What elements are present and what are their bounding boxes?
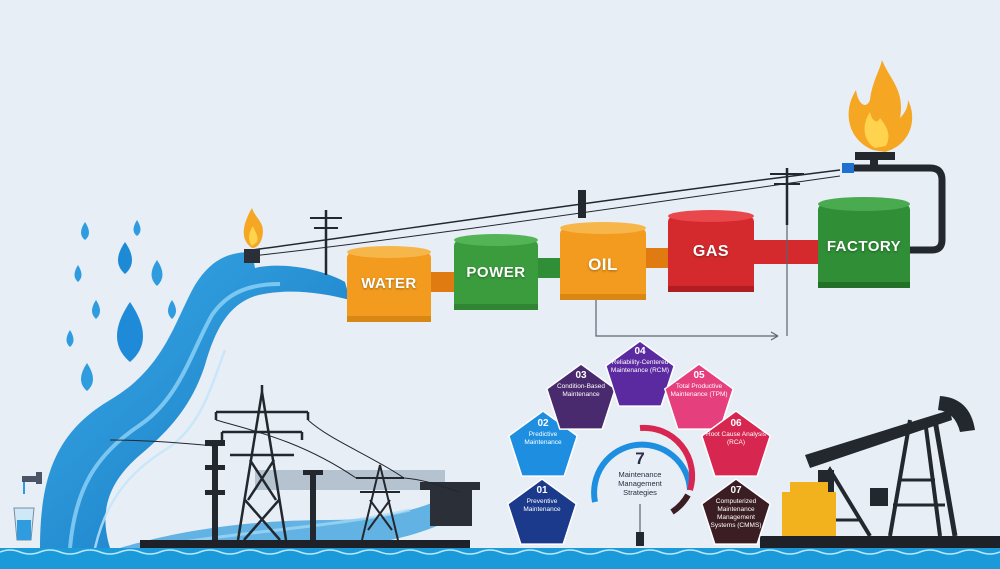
- strategy-item-04: 04 Reliability-Centered Maintenance (RCM…: [605, 346, 675, 375]
- water-drop-icon: [168, 300, 176, 319]
- strategy-center: 7 Maintenance Management Strategies: [602, 449, 678, 498]
- tank-label-oil: OIL: [588, 255, 618, 274]
- strategy-pentagon-05: [663, 363, 735, 430]
- flow-arrow: [595, 225, 788, 341]
- strategy-label: Preventive Maintenance: [523, 498, 561, 513]
- water-drop-icon: [92, 300, 100, 319]
- strategy-number: 01: [536, 485, 548, 496]
- strategy-label: Reliability-Centered Maintenance (RCM): [610, 359, 670, 374]
- strategy-center-title: Maintenance Management Strategies: [618, 470, 662, 497]
- water-drop-icon: [133, 220, 141, 236]
- strategy-label: Predictive Maintenance: [524, 431, 562, 446]
- strategy-number: 06: [730, 418, 742, 429]
- tank-power: [454, 234, 538, 310]
- strategy-number: 03: [575, 370, 587, 381]
- tank-label-power: POWER: [466, 264, 526, 281]
- water-drop-icon: [118, 242, 132, 274]
- ground-pipe: [255, 470, 480, 526]
- water-drop-icon: [81, 222, 89, 240]
- strategy-pentagon-06: [700, 410, 772, 477]
- strategy-pentagon-04: [604, 340, 676, 407]
- tank-label-gas: GAS: [692, 243, 730, 260]
- water-drop-icon: [117, 302, 143, 362]
- strategy-label: Condition-Based Maintenance: [556, 383, 606, 398]
- water-ground: [0, 548, 1000, 569]
- strategy-item-06: 06 Root Cause Analysis (RCA): [706, 418, 766, 447]
- tank-gas: [668, 210, 754, 292]
- strategy-center-number: 7: [635, 449, 645, 468]
- water-drop-icon: [151, 260, 163, 286]
- water-drop-icon: [66, 330, 74, 347]
- strategy-number: 07: [730, 485, 742, 496]
- strategy-number: 05: [693, 370, 705, 381]
- strategy-label: Total Productive Maintenance (TPM): [670, 383, 728, 398]
- strategy-pentagon-07: [700, 478, 772, 545]
- power-lines: [109, 419, 461, 493]
- strategy-number: 04: [634, 346, 646, 357]
- flame-icon: [243, 208, 263, 263]
- power-pylon-icon: [214, 385, 310, 541]
- power-pylon-icon: [356, 464, 404, 541]
- strategy-item-05: 05 Total Productive Maintenance (TPM): [666, 370, 732, 399]
- overhead-power-line: [251, 168, 841, 275]
- flame-icon: [848, 60, 913, 152]
- water-drops: [66, 220, 176, 391]
- strategy-pentagons: [506, 340, 772, 545]
- factory-return-pipe: [842, 152, 946, 254]
- strategy-pentagon-01: [506, 478, 578, 545]
- water-drop-icon: [81, 363, 93, 391]
- substation: [205, 440, 323, 540]
- strategy-item-01: 01 Preventive Maintenance: [512, 485, 572, 514]
- strategy-number: 02: [537, 418, 549, 429]
- tank-factory: [818, 197, 910, 288]
- strategy-pentagon-03: [545, 363, 617, 430]
- water-drop-icon: [74, 265, 82, 282]
- water-tap-icon: [13, 472, 42, 541]
- tank-label-water: WATER: [361, 275, 417, 292]
- strategy-item-07: 07 Computerized Maintenance Management S…: [705, 485, 767, 530]
- strategy-item-02: 02 Predictive Maintenance: [513, 418, 573, 447]
- strategy-label: Computerized Maintenance Management Syst…: [710, 498, 762, 529]
- tank-oil: [560, 222, 646, 300]
- tank-water: [347, 246, 431, 322]
- oil-tank-yellow: [782, 482, 836, 536]
- connector-pipes: [428, 190, 820, 292]
- strategy-label: Root Cause Analysis (RCA): [706, 431, 766, 446]
- tank-label-factory: FACTORY: [826, 238, 902, 255]
- strategy-ring: [591, 424, 696, 546]
- strategy-item-03: 03 Condition-Based Maintenance: [549, 370, 613, 399]
